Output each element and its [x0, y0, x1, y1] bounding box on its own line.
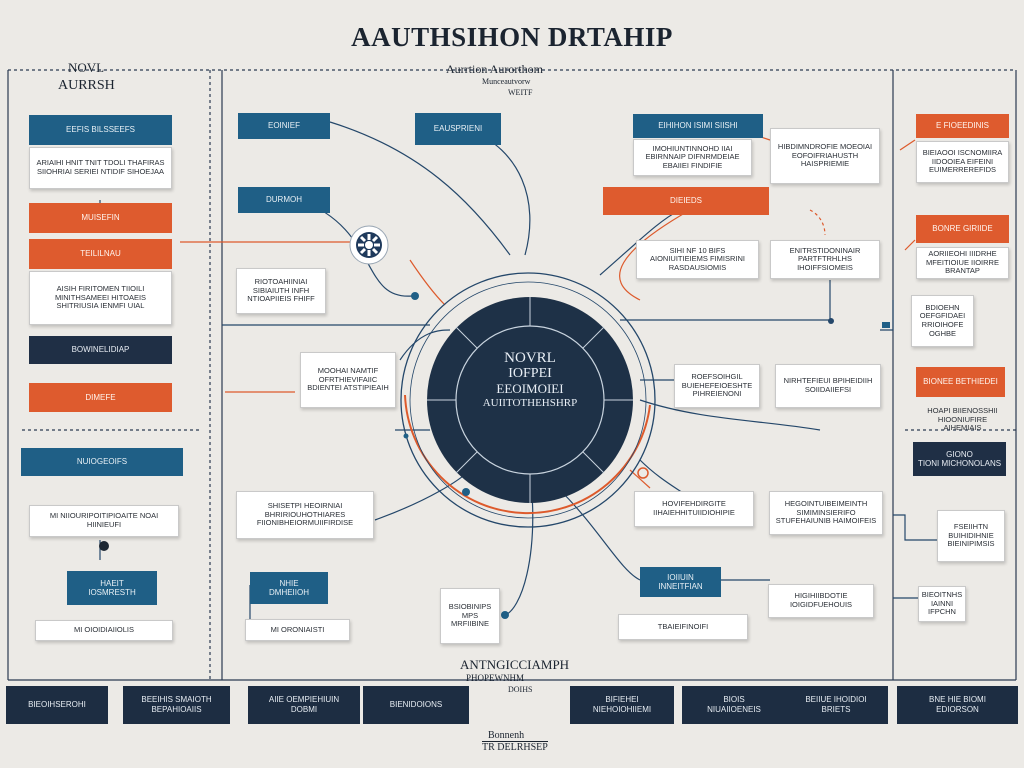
- top-left-label-1: NOVL: [68, 60, 105, 75]
- center-left-box-d-line2: DMHEIIOH: [269, 588, 309, 597]
- center-left-card-a[interactable]: RIOTOAHIINIAI SIBIAIUTH INFH NTIOAPIIEIS…: [236, 268, 326, 314]
- right-card-6[interactable]: BIEOITNHS IAINNI IFPCHN: [918, 586, 966, 622]
- center-right-card-b[interactable]: HIBDIMNDROFIE MOEOIAI EOFOIFRIAHUSTH HAI…: [770, 128, 880, 184]
- center-right-box-a[interactable]: EIHIHON ISIMI SIISHI: [633, 114, 763, 138]
- bottom-box-1[interactable]: BIEOIHSEROHI: [6, 686, 108, 724]
- center-left-card-e[interactable]: BSIOBINIPS MPS MRFIIBINE: [440, 588, 500, 644]
- center-right-box-c[interactable]: IOIIUIN INNEITFIAN: [640, 567, 721, 597]
- left-box-7[interactable]: HAEIT IOSMRESTH: [67, 571, 157, 605]
- left-box-3[interactable]: TEILILNAU: [29, 239, 172, 269]
- center-left-box-d-line1: NHIE: [279, 578, 299, 588]
- right-card-5[interactable]: FSEIIHTN BUIHIDIHNIE BIEINIPIMSIS: [937, 510, 1005, 562]
- center-right-card-f[interactable]: NIRHTEFIEUI BPIHEIDIIH SOIIDAIIEFSI: [775, 364, 881, 408]
- left-card-3[interactable]: MI NIIOURIPOITIPIOAITE NOAI HIINIEUFI: [29, 505, 179, 537]
- bottom-box-4[interactable]: BIENIDOIONS: [363, 686, 469, 724]
- bottom-box-5-line1: BIFIEHEI: [605, 695, 639, 705]
- bottom-box-7-line1: BEIIUE IHOIDIOI: [805, 695, 867, 705]
- bottom-box-6-line1: BIOIS: [723, 695, 745, 705]
- right-box-1[interactable]: E FIOEEDINIS: [916, 114, 1009, 138]
- bottom-center-label-2: PHOPEWNHM: [466, 673, 525, 683]
- left-card-2[interactable]: AISIH FIRITOMEN TIIOILI MINITHSAMEEI HIT…: [29, 271, 172, 325]
- center-right-card-i[interactable]: HIGIHIIBDOTIE IOIGIDFUEHOUIS: [768, 584, 874, 618]
- hub-disc: [427, 297, 633, 503]
- right-card-1[interactable]: BIEIAOOI ISCNOMIIRA IIDOOIEA EIFEINI EUI…: [916, 141, 1009, 183]
- center-right-card-d[interactable]: ENITRSTIDONINAIR PARTFTRHLHS IHOIFFSIOME…: [770, 240, 880, 279]
- bottom-box-3[interactable]: AIIE OEMPIEHIUIN DOBMI: [248, 686, 360, 724]
- center-right-card-h[interactable]: HEGOINTUIBEIMEINTH SIMIMINSIERIFO STUFEH…: [769, 491, 883, 535]
- left-box-7-line2: IOSMRESTH: [88, 588, 136, 597]
- bottom-box-2[interactable]: BEEIHIS SMAIOTH BEPAHIOAIIS: [123, 686, 230, 724]
- bottom-box-5-line2: NIEHOIOHIIEMI: [592, 705, 652, 714]
- bottom-center-label-3: DOIHS: [508, 685, 533, 694]
- right-box-4-line2: TIONI MICHONOLANS: [917, 459, 1002, 468]
- center-left-box-c[interactable]: EAUSPRIENI: [415, 113, 501, 145]
- center-left-card-b[interactable]: MOOHAI NAMTIF OFRTHIEVIFAIIC BDIENTEI AT…: [300, 352, 396, 408]
- left-box-1[interactable]: EEFIS BILSSEEFS: [29, 115, 172, 145]
- bottom-box-7[interactable]: BEIIUE IHOIDIOI BRIETS: [784, 686, 888, 724]
- center-right-card-j[interactable]: TBAIEIFINOIFI: [618, 614, 748, 640]
- left-card-4[interactable]: MI OIOIDIAIIOLIS: [35, 620, 173, 641]
- bottom-box-8-line2: EDIORSON: [936, 705, 979, 714]
- center-left-box-d[interactable]: NHIE DMHEIIOH: [250, 572, 328, 604]
- footer-label-1: Bonnenh: [488, 730, 525, 741]
- center-right-box-c-line2: INNEITFIAN: [658, 582, 703, 591]
- left-box-2[interactable]: MUISEFIN: [29, 203, 172, 233]
- left-box-4[interactable]: BOWINELIDIAP: [29, 336, 172, 364]
- top-center-label-1: Aurrtion Aurorthom: [446, 62, 543, 76]
- bottom-box-8-line1: BNE HIE BIOMI: [929, 695, 986, 705]
- top-center-label-3: WEITF: [508, 88, 533, 97]
- left-box-7-line1: HAEIT: [100, 578, 124, 588]
- center-right-box-c-line1: IOIIUIN: [667, 572, 694, 582]
- hub-title-4: AUIITOTHEHSHRP: [482, 397, 578, 409]
- top-center-label-2: Munceautvorw: [482, 77, 531, 86]
- hub-title-3: EEOIMOIEI: [496, 381, 564, 396]
- page-title: AAUTHSIHON DRTAHIP: [351, 22, 673, 52]
- bottom-box-5[interactable]: BIFIEHEI NIEHOIOHIIEMI: [570, 686, 674, 724]
- bottom-box-8[interactable]: BNE HIE BIOMI EDIORSON: [897, 686, 1018, 724]
- center-right-card-g[interactable]: HOVIFEHDIRGITE IIHAIEHHITUIIDIOHIPIE: [634, 491, 754, 527]
- center-left-box-a[interactable]: EOINIEF: [238, 113, 330, 139]
- center-left-card-d[interactable]: MI ORONIAISTI: [245, 619, 350, 641]
- right-box-4[interactable]: GIONO TIONI MICHONOLANS: [913, 442, 1006, 476]
- gear-icon: [348, 224, 390, 266]
- left-box-5[interactable]: DIMEFE: [29, 383, 172, 412]
- bottom-box-1-line1: BIEOIHSEROHI: [28, 700, 86, 710]
- center-right-card-a[interactable]: IMOHIUNTINNOHD IIAI EBIRNNAIP DIFNRMDEIA…: [633, 139, 752, 176]
- right-card-4[interactable]: HOAPI BIIENOSSHII HIOONIUFIRE AIHEMIAIS: [927, 406, 998, 433]
- hub-title-1: NOVRL: [504, 350, 556, 366]
- bottom-box-4-line1: BIENIDOIONS: [389, 700, 443, 710]
- hub-outer-ring: [400, 272, 656, 528]
- left-card-1[interactable]: ARIAIHI HNIT TNIT TDOLI THAFIRAS SIIOHRI…: [29, 147, 172, 189]
- right-card-3[interactable]: BDIOEHN OEFGFIDAEI RRIOIHOFE OGHBE: [911, 295, 974, 347]
- bottom-box-6[interactable]: BIOIS NIUAIIOENEIS: [682, 686, 786, 724]
- top-left-label-2: AURRSH: [58, 78, 115, 93]
- center-left-box-b[interactable]: DURMOH: [238, 187, 330, 213]
- bottom-box-3-line1: AIIE OEMPIEHIUIN: [268, 695, 340, 705]
- bottom-box-7-line2: BRIETS: [821, 705, 851, 714]
- bottom-box-6-line2: NIUAIIOENEIS: [707, 705, 761, 714]
- right-box-4-line1: GIONO: [946, 449, 973, 459]
- bottom-center-label-1: ANTNGICCIAMPH: [460, 657, 570, 672]
- right-card-2[interactable]: AORIIEOHI IIIDRHE MFEITIOIUE IIOIRRE BRA…: [916, 247, 1009, 279]
- bottom-box-2-line2: BEPAHIOAIIS: [151, 705, 202, 714]
- bottom-box-2-line1: BEEIHIS SMAIOTH: [141, 695, 212, 705]
- center-right-box-b[interactable]: DIEIEDS: [603, 187, 769, 215]
- bottom-box-3-line2: DOBMI: [290, 705, 318, 714]
- center-left-card-c[interactable]: SHISETPI HEOIRNIAI BHRIRIOUHOTHIARES FII…: [236, 491, 374, 539]
- footer-label-2: TR DELRHSEP: [482, 741, 548, 753]
- center-right-card-e[interactable]: ROEFSOIHGIL BUIEHEFEIOESHTE PIHREIENONI: [674, 364, 760, 408]
- hub-title-2: IOFPEI: [508, 366, 552, 381]
- right-box-3[interactable]: BIONEE BETHIEDEI: [916, 367, 1005, 397]
- center-right-card-c[interactable]: SIHI NF 10 BIFS AIONIUITIEIEMS FIMISRINI…: [636, 240, 759, 279]
- left-box-6[interactable]: NUIOGEOIFS: [21, 448, 183, 476]
- right-box-2[interactable]: BONRE GIRIIDE: [916, 215, 1009, 243]
